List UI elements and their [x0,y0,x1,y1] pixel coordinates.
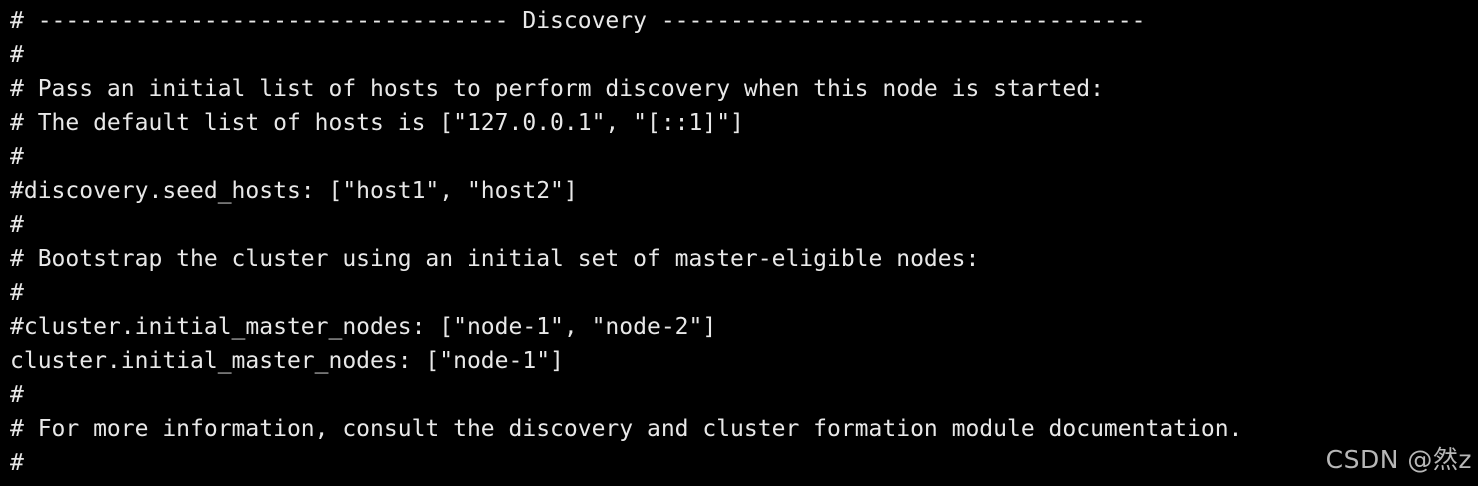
config-line-comment: # Bootstrap the cluster using an initial… [10,246,980,272]
config-line-comment: # [10,280,24,306]
config-line-seed-hosts: #discovery.seed_hosts: ["host1", "host2"… [10,178,578,204]
csdn-watermark: CSDN @然z [1325,445,1472,474]
terminal-output[interactable]: # ---------------------------------- Dis… [10,4,1478,480]
config-line-comment: # [10,450,24,476]
config-line-comment: # [10,42,24,68]
config-line-comment: # [10,212,24,238]
config-line-initial-master-nodes: cluster.initial_master_nodes: ["node-1"] [10,348,564,374]
config-line-comment: # [10,144,24,170]
config-line-comment: # Pass an initial list of hosts to perfo… [10,76,1104,102]
config-line-initial-master-nodes-commented: #cluster.initial_master_nodes: ["node-1"… [10,314,717,340]
config-line-discovery-header: # ---------------------------------- Dis… [10,8,1146,34]
config-line-comment: # The default list of hosts is ["127.0.0… [10,110,744,136]
config-line-comment: # For more information, consult the disc… [10,416,1243,442]
config-line-comment: # [10,382,24,408]
